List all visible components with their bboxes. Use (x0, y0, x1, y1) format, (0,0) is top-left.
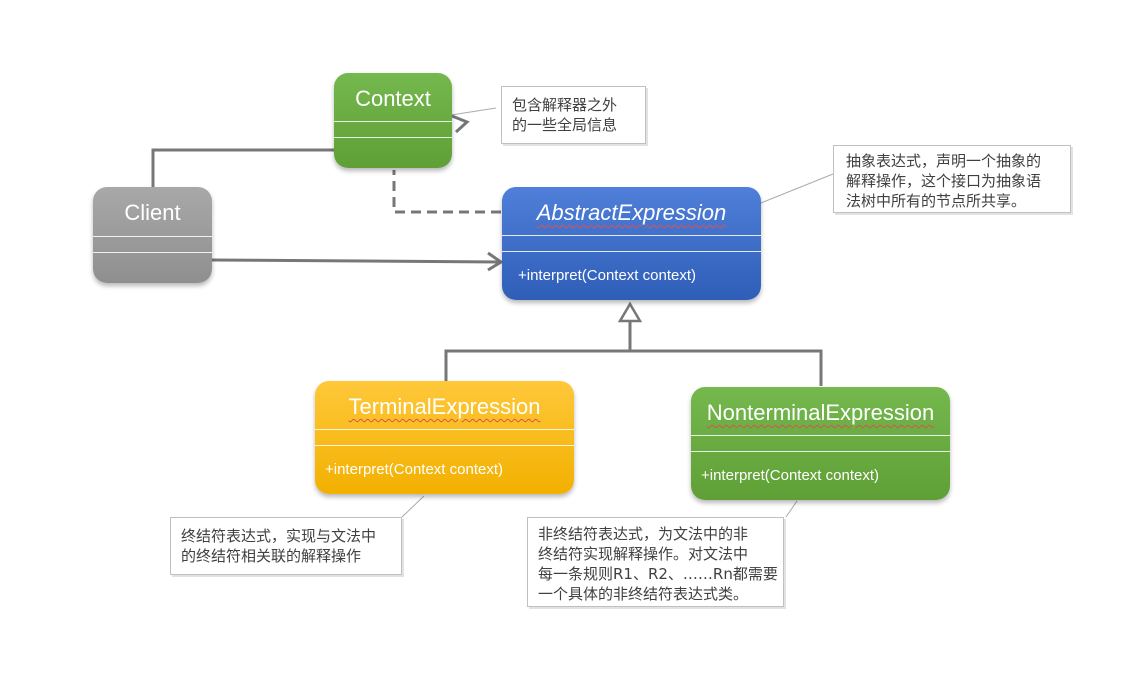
nonterminal-note-pointer (785, 500, 798, 518)
abstract-expression-operation: +interpret(Context context) (518, 267, 697, 284)
note-line: 包含解释器之外 (512, 96, 618, 114)
class-separator (334, 137, 452, 138)
context-note-arrowhead (451, 114, 470, 134)
client-abstract-association (211, 258, 501, 264)
class-separator (315, 429, 574, 430)
note-line: 终结符实现解释操作。对文法中 (538, 545, 749, 563)
abstract-expression-class-name: AbstractExpression (536, 200, 727, 225)
client-abstract-arrowhead (487, 251, 504, 272)
class-separator (93, 236, 212, 237)
context-class-name: Context (355, 86, 431, 111)
client-class-box: Client (93, 187, 212, 283)
terminal-expression-operation: +interpret(Context context) (325, 461, 504, 478)
context-note: 包含解释器之外 的一些全局信息 (501, 86, 646, 144)
nonterminal-expression-class-name: NonterminalExpression (706, 400, 935, 425)
note-line: 终结符表达式，实现与文法中 (181, 527, 377, 545)
nonterminal-expression-class-box: NonterminalExpression +interpret(Context… (691, 387, 950, 500)
note-line: 非终结符表达式，为文法中的非 (538, 525, 749, 543)
note-line: 的一些全局信息 (512, 116, 618, 134)
note-line: 解释操作，这个接口为抽象语 (846, 172, 1042, 190)
terminal-expression-note: 终结符表达式，实现与文法中 的终结符相关联的解释操作 (170, 517, 402, 575)
nonterminal-expression-operation: +interpret(Context context) (701, 467, 880, 484)
note-line: 一个具体的非终结符表达式类。 (538, 585, 749, 603)
terminal-note-pointer (401, 495, 425, 518)
class-separator (315, 445, 574, 446)
abstract-expression-class-box: AbstractExpression +interpret(Context co… (502, 187, 761, 300)
note-line: 每一条规则R1、R2、……Rn都需要 (538, 565, 778, 583)
inheritance-branches (444, 349, 823, 386)
context-class-box: Context (334, 73, 452, 168)
note-line: 的终结符相关联的解释操作 (181, 547, 362, 565)
class-separator (502, 251, 761, 252)
class-separator (502, 235, 761, 236)
terminal-expression-class-box: TerminalExpression +interpret(Context co… (315, 381, 574, 494)
abstract-note-pointer (760, 173, 834, 204)
class-separator (334, 121, 452, 122)
note-line: 抽象表达式，声明一个抽象的 (846, 152, 1042, 170)
abstract-context-dependency (392, 170, 501, 214)
class-separator (691, 435, 950, 436)
class-separator (691, 451, 950, 452)
generalization-triangle (617, 301, 643, 323)
client-class-name: Client (124, 200, 181, 225)
note-line: 法树中所有的节点所共享。 (846, 192, 1027, 210)
terminal-expression-class-name: TerminalExpression (348, 394, 541, 419)
class-separator (93, 252, 212, 253)
nonterminal-expression-note: 非终结符表达式，为文法中的非 终结符实现解释操作。对文法中 每一条规则R1、R2… (527, 517, 784, 607)
abstract-expression-note: 抽象表达式，声明一个抽象的 解释操作，这个接口为抽象语 法树中所有的节点所共享。 (833, 145, 1071, 213)
